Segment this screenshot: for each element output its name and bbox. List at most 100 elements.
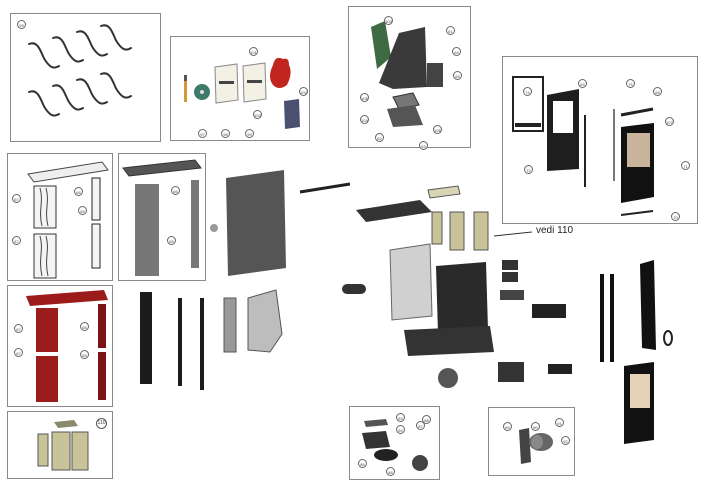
- callout-104: 104: [360, 115, 369, 124]
- callout-65: 65: [78, 206, 87, 215]
- callout-91: 91: [555, 418, 564, 427]
- callout-64: 64: [452, 47, 461, 56]
- top-cover-red: [26, 290, 108, 306]
- motor-plate: [427, 63, 443, 87]
- callout-90: 90: [531, 422, 540, 431]
- gasket-part: [392, 92, 420, 110]
- fan-motor: [438, 368, 458, 388]
- callout-65: 65: [80, 350, 89, 359]
- gasket-panel: [223, 297, 237, 353]
- callout-103: 103: [384, 16, 393, 25]
- rear-panel: [226, 170, 286, 276]
- lining-back-left: [51, 431, 71, 471]
- front-panel-red-upper: [36, 308, 58, 352]
- side-strip-upper: [91, 177, 101, 221]
- callout-105: 105: [360, 93, 369, 102]
- top-rail: [299, 182, 351, 194]
- callout-107: 107: [665, 117, 674, 126]
- callout-99: 99: [245, 129, 254, 138]
- grey-panels: [122, 159, 202, 276]
- firebox-body: [436, 262, 488, 334]
- control-panel: [532, 304, 566, 318]
- callout-92: 92: [561, 436, 570, 445]
- callout-88: 88: [422, 415, 431, 424]
- callout-85: 85: [358, 459, 367, 468]
- callout-98: 98: [221, 129, 230, 138]
- side-column-2: [178, 298, 182, 386]
- base-plate: [387, 105, 423, 127]
- callout-106: 106: [433, 125, 442, 134]
- lining-back-right: [71, 431, 89, 471]
- hose-part: [76, 78, 108, 105]
- burner-parts: [362, 419, 428, 471]
- right-rod-1: [600, 274, 604, 362]
- burner-pot: [362, 431, 390, 449]
- side-strip-red-lower: [98, 352, 106, 400]
- callout-83: 83: [396, 413, 405, 422]
- firebox-base: [404, 326, 494, 356]
- callout-62: 62: [375, 133, 384, 142]
- firebox-lining-kit-panel: 110: [7, 411, 113, 479]
- seal-ring: [663, 330, 673, 346]
- door-parts: [512, 76, 654, 216]
- callout-66: 66: [171, 186, 180, 195]
- callout-65: 65: [453, 71, 462, 80]
- side-panels-white-panel: 67 67 66 65: [7, 153, 113, 281]
- leader-line: [493, 231, 533, 237]
- glass-frame: [512, 76, 544, 132]
- callout-89: 89: [503, 422, 512, 431]
- callout-71: 71: [681, 161, 690, 170]
- burner-plate: [364, 419, 388, 427]
- burner-detail-panel: 83 84 85 86 87 88: [349, 406, 440, 480]
- kit-110-label: 110: [96, 418, 107, 429]
- lining-top: [54, 420, 78, 428]
- pellet-bag-part: [284, 99, 300, 129]
- pencil-tip: [184, 75, 187, 81]
- callout-69: 69: [578, 79, 587, 88]
- smoke-chamber: [247, 289, 283, 353]
- callout-68: 68: [653, 87, 662, 96]
- ignition-part-2: [502, 272, 518, 282]
- callout-61: 61: [446, 26, 455, 35]
- side-strip-lower: [91, 223, 101, 269]
- front-panel-lower: [33, 233, 57, 279]
- lining-side: [431, 211, 443, 245]
- inner-casing: [389, 243, 433, 321]
- top-cover-grey: [122, 159, 202, 177]
- ignition-part-1: [502, 260, 518, 270]
- door-assembly-panel: 74 69 75 72 68 107 71 70: [502, 56, 698, 224]
- accessories-kit-panel: 101 102 100 97 98 99: [170, 36, 310, 141]
- fan-parts: [519, 428, 553, 464]
- side-column-1: [140, 292, 152, 384]
- lining-back: [449, 211, 465, 251]
- hose-icons: [28, 24, 132, 117]
- top-plate: [356, 200, 432, 222]
- auger-parts: [371, 21, 443, 127]
- pencil-part: [184, 80, 187, 102]
- top-deflector: [427, 185, 461, 199]
- hose-part: [100, 24, 132, 51]
- callout-87: 87: [416, 421, 425, 430]
- fan-detail-panel: 89 90 91 92: [488, 407, 575, 476]
- right-side-panel: [640, 260, 656, 350]
- front-panel-grey: [135, 184, 159, 276]
- callout-65: 65: [167, 236, 176, 245]
- hose-part: [28, 90, 60, 117]
- hose-part: [28, 42, 60, 69]
- auger-assembly-panel: 103 61 64 65 105 104 106 62 63: [348, 6, 471, 150]
- callout-63: 63: [419, 141, 428, 150]
- callout-102: 102: [299, 87, 308, 96]
- hopper-chute: [379, 27, 427, 89]
- side-column-3: [200, 298, 204, 390]
- callout-72: 72: [524, 165, 533, 174]
- callout-75: 75: [626, 79, 635, 88]
- side-strip-red-upper: [98, 304, 106, 348]
- hose-set-panel: 99: [10, 13, 161, 142]
- burner-motor: [412, 455, 428, 471]
- white-panels: [27, 161, 109, 279]
- callout-67: 67: [14, 324, 23, 333]
- right-rod-2: [610, 274, 614, 362]
- front-panel-red-lower: [36, 356, 58, 402]
- bottom-hinge-bar: [620, 210, 654, 216]
